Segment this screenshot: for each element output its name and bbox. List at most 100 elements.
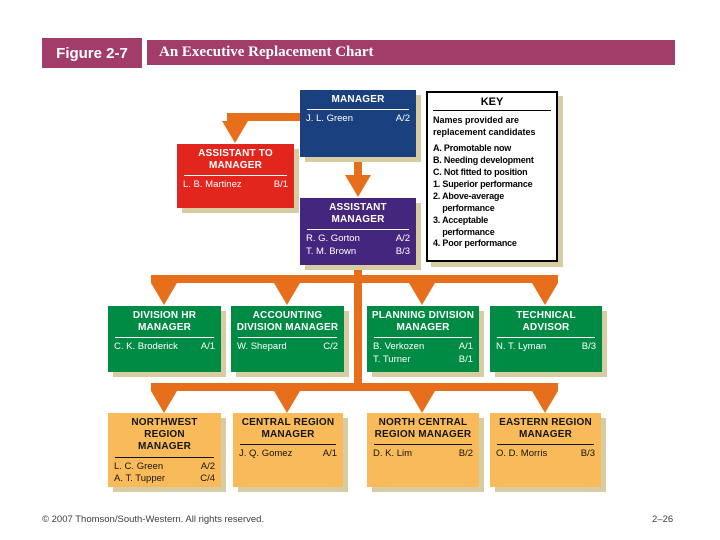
arrow-down-icon (345, 175, 371, 197)
connector-trunk (354, 264, 362, 391)
person-name: T. M. Brown (306, 246, 357, 258)
person-row: O. D. Morris B/3 (490, 448, 601, 461)
box-accounting-division-manager: ACCOUNTING DIVISION MANAGER W. Shepard C… (231, 306, 344, 372)
box-technical-advisor: TECHNICAL ADVISOR N. T. Lyman B/3 (490, 306, 602, 372)
key-legend: KEY Names provided are replacement candi… (426, 91, 558, 262)
key-item: 2. Above-average performance (433, 190, 505, 213)
arrow-down-icon (409, 283, 435, 305)
key-intro: Names provided are replacement candidate… (433, 115, 536, 137)
box-planning-division-manager: PLANNING DIVISION MANAGER B. Verkozen A/… (367, 306, 479, 372)
box-assistant-manager: ASSISTANT MANAGER R. G. Gorton A/2 T. M.… (300, 198, 416, 265)
box-eastern-region-manager: EASTERN REGION MANAGER O. D. Morris B/3 (490, 413, 601, 487)
person-name: L. C. Green (114, 460, 164, 472)
box-title: MANAGER (331, 94, 385, 105)
box-title: ACCOUNTING DIVISION MANAGER (236, 310, 339, 334)
person-rating: B/1 (273, 179, 288, 191)
person-rating: A/2 (200, 460, 215, 472)
box-title: NORTHWEST REGION MANAGER (131, 417, 198, 453)
person-rating: C/4 (200, 473, 215, 485)
person-rating: B/3 (580, 448, 595, 460)
connector-manager-to-assistant-to-manager (227, 113, 300, 121)
person-row: B. Verkozen A/1 (367, 341, 479, 354)
person-name: A. T. Tupper (114, 473, 166, 485)
person-row: R. G. Gorton A/2 (300, 233, 416, 246)
box-title: ASSISTANT MANAGER (329, 202, 387, 226)
connector-region-bar (151, 383, 558, 391)
person-rating: C/2 (323, 341, 338, 353)
divider (496, 337, 596, 339)
divider (184, 175, 287, 177)
connector-manager-to-assistant-manager (354, 157, 362, 177)
person-rating: A/2 (395, 113, 410, 125)
box-assistant-to-manager: ASSISTANT TO MANAGER L. B. Martinez B/1 (177, 144, 294, 208)
divider (237, 337, 338, 339)
arrow-down-icon (409, 391, 435, 413)
person-name: D. K. Lim (373, 448, 413, 460)
box-central-region-manager: CENTRAL REGION MANAGER J. Q. Gomez A/1 (233, 413, 343, 487)
box-manager: MANAGER J. L. Green A/2 (300, 90, 416, 157)
arrow-down-icon (274, 283, 300, 305)
person-name: J. Q. Gomez (239, 448, 293, 460)
person-name: R. G. Gorton (306, 233, 360, 245)
figure-label: Figure 2-7 (42, 38, 142, 68)
person-row: T. M. Brown B/3 (300, 246, 416, 259)
box-northwest-region-manager: NORTHWEST REGION MANAGER L. C. Green A/2… (108, 413, 221, 487)
person-rating: B/3 (395, 246, 410, 258)
box-title: DIVISION HR MANAGER (132, 310, 197, 334)
arrow-down-icon (532, 283, 558, 305)
person-rating: B/2 (458, 448, 473, 460)
person-row: W. Shepard C/2 (231, 341, 344, 354)
arrow-down-icon (222, 121, 248, 143)
divider (239, 444, 337, 446)
box-division-hr-manager: DIVISION HR MANAGER C. K. Broderick A/1 (108, 306, 221, 372)
person-row: D. K. Lim B/2 (367, 448, 479, 461)
box-title: PLANNING DIVISION MANAGER (371, 310, 475, 334)
person-row: A. T. Tupper C/4 (108, 473, 221, 486)
person-rating: A/1 (200, 341, 215, 353)
person-row: T. Turner B/1 (367, 354, 479, 367)
divider (306, 229, 410, 231)
person-rating: B/1 (458, 354, 473, 366)
divider (114, 456, 215, 458)
person-row: L. B. Martinez B/1 (177, 179, 294, 192)
person-row: J. Q. Gomez A/1 (233, 448, 343, 461)
page-number: 2–26 (652, 514, 674, 525)
copyright-text: © 2007 Thomson/South-Western. All rights… (42, 514, 265, 525)
person-name: C. K. Broderick (114, 341, 178, 353)
divider (373, 337, 473, 339)
person-name: L. B. Martinez (183, 179, 242, 191)
arrow-down-icon (151, 283, 177, 305)
key-item: C. Not fitted to position (433, 167, 528, 178)
person-name: W. Shepard (237, 341, 287, 353)
person-rating: B/3 (581, 341, 596, 353)
person-name: N. T. Lyman (496, 341, 547, 353)
divider (114, 337, 215, 339)
slide-title: An Executive Replacement Chart (147, 40, 675, 65)
person-name: B. Verkozen (373, 341, 425, 353)
box-title: ASSISTANT TO MANAGER (198, 148, 273, 172)
connector-division-bar (151, 275, 558, 283)
arrow-down-icon (274, 391, 300, 413)
box-north-central-region-manager: NORTH CENTRAL REGION MANAGER D. K. Lim B… (367, 413, 479, 487)
box-title: CENTRAL REGION MANAGER (241, 417, 335, 441)
person-row: L. C. Green A/2 (108, 461, 221, 474)
arrow-down-icon (532, 391, 558, 413)
person-row: J. L. Green A/2 (300, 113, 416, 126)
box-title: NORTH CENTRAL REGION MANAGER (374, 417, 472, 441)
person-row: C. K. Broderick A/1 (108, 341, 221, 354)
divider (306, 109, 410, 111)
divider (433, 110, 551, 111)
person-rating: A/1 (458, 341, 473, 353)
key-title: KEY (480, 96, 504, 108)
box-title: EASTERN REGION MANAGER (499, 417, 592, 441)
person-name: O. D. Morris (496, 448, 548, 460)
box-title: TECHNICAL ADVISOR (516, 310, 576, 334)
divider (373, 444, 473, 446)
person-row: N. T. Lyman B/3 (490, 341, 602, 354)
person-rating: A/1 (322, 448, 337, 460)
key-item: 1. Superior performance (433, 179, 533, 189)
key-item: A. Promotable now (433, 143, 512, 154)
divider (496, 444, 595, 446)
person-rating: A/2 (395, 233, 410, 245)
